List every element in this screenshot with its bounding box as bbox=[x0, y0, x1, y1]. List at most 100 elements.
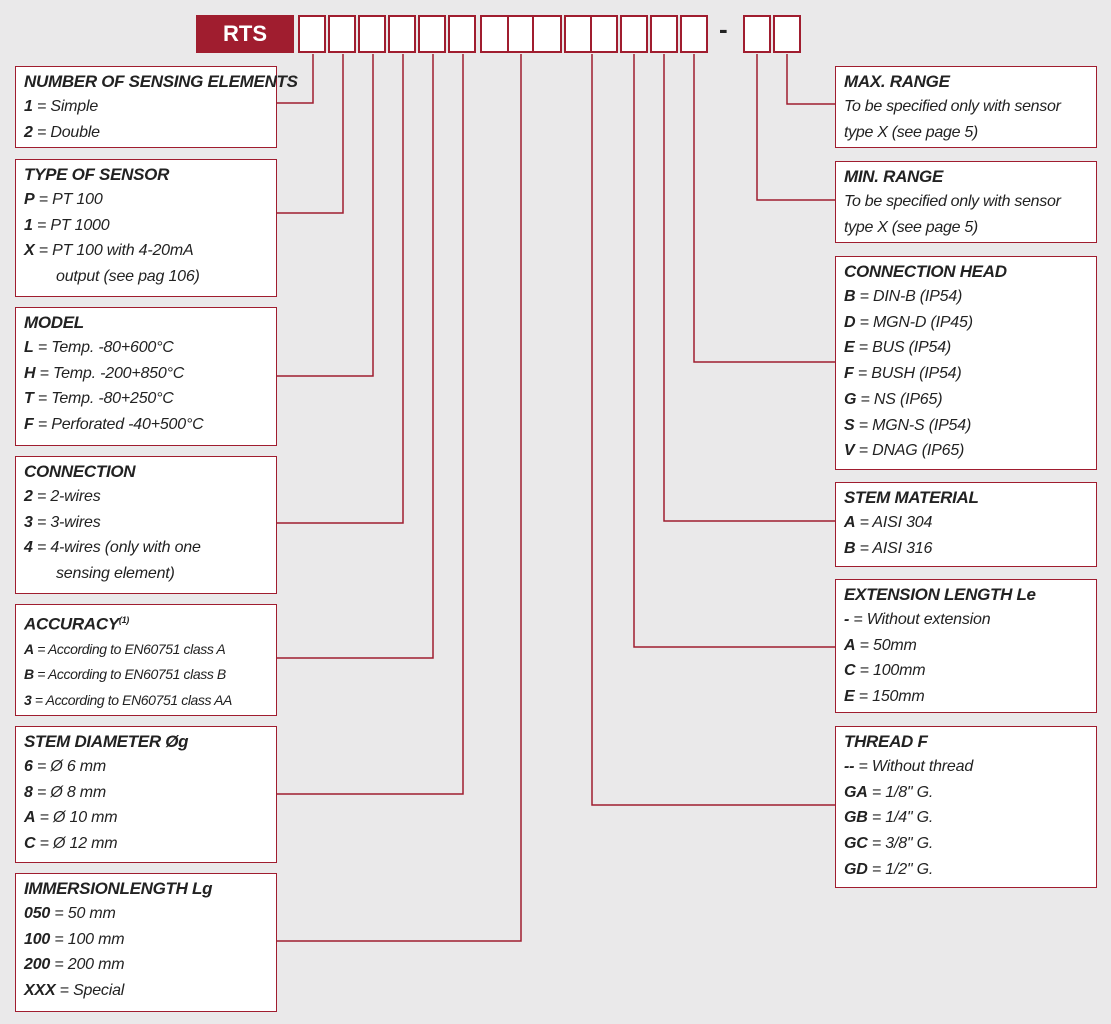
option-text: Perforated -40+500°C bbox=[51, 416, 204, 434]
option-row: D = MGN-D (IP45) bbox=[844, 313, 973, 331]
box-title: IMMERSIONLENGTH Lg bbox=[24, 879, 213, 898]
connector-min-range bbox=[756, 54, 836, 201]
box-thread: THREAD F -- = Without thread GA = 1/8" G… bbox=[835, 726, 1097, 888]
box-accuracy: ACCURACY(1) A = According to EN60751 cla… bbox=[15, 604, 277, 716]
code-slot-connection-head bbox=[680, 15, 708, 53]
code-slot-model bbox=[358, 15, 386, 53]
option-text: Special bbox=[73, 982, 125, 1000]
option-row: 2 = 2-wires bbox=[24, 488, 101, 505]
code-slot-stem-diameter bbox=[448, 15, 476, 53]
option-text: 2-wires bbox=[50, 488, 101, 505]
box-immersion-length: IMMERSIONLENGTH Lg 050 = 50 mm 100 = 100… bbox=[15, 873, 277, 1012]
connector-immersion-length bbox=[276, 54, 522, 942]
box-note-line: To be specified only with sensor bbox=[844, 98, 1061, 115]
option-text: Double bbox=[50, 123, 100, 141]
option-text: MGN-S (IP54) bbox=[872, 416, 972, 434]
option-text: AISI 304 bbox=[872, 514, 933, 531]
option-row: 2 = Double bbox=[24, 123, 100, 141]
option-row: G = NS (IP65) bbox=[844, 390, 943, 408]
code-slot-sensing-elements bbox=[298, 15, 326, 53]
box-title: EXTENSION LENGTH Le bbox=[844, 585, 1036, 604]
option-row: 1 = PT 1000 bbox=[24, 216, 110, 234]
option-text: 50 mm bbox=[67, 905, 116, 922]
code-slot-min-range bbox=[743, 15, 771, 53]
option-text: 100 mm bbox=[67, 930, 125, 948]
box-title-text: ACCURACY bbox=[24, 614, 119, 634]
option-code: 8 bbox=[24, 783, 33, 801]
box-connection-head: CONNECTION HEAD B = DIN-B (IP54) D = MGN… bbox=[835, 256, 1097, 470]
option-code: 4 bbox=[24, 539, 33, 557]
option-code: S bbox=[844, 416, 855, 434]
option-text: 1/4" G. bbox=[885, 809, 934, 827]
option-code: T bbox=[24, 390, 34, 408]
code-slot-extension-length bbox=[620, 15, 648, 53]
option-continuation: output (see pag 106) bbox=[24, 264, 270, 290]
box-sensing-elements: NUMBER OF SENSING ELEMENTS 1 = Simple 2 … bbox=[15, 66, 298, 148]
option-code: 100 bbox=[24, 930, 51, 948]
footnote-marker: (1) bbox=[118, 615, 129, 625]
option-continuation: sensing element) bbox=[24, 561, 270, 587]
option-text: Ø 12 mm bbox=[53, 835, 118, 853]
option-text: 4-wires (only with one bbox=[50, 539, 201, 557]
option-code: A bbox=[24, 809, 36, 827]
option-row: GC = 3/8" G. bbox=[844, 835, 934, 853]
option-row: P = PT 100 bbox=[24, 191, 103, 208]
option-code: 1 bbox=[24, 216, 33, 234]
box-title: STEM MATERIAL bbox=[844, 488, 979, 507]
box-title: CONNECTION HEAD bbox=[844, 262, 1007, 281]
option-row: 200 = 200 mm bbox=[24, 956, 125, 974]
slot-divider bbox=[506, 17, 509, 51]
box-title: THREAD F bbox=[844, 732, 928, 751]
option-code: L bbox=[24, 339, 34, 356]
option-code: 6 bbox=[24, 758, 33, 775]
option-row: H = Temp. -200+850°C bbox=[24, 364, 185, 382]
slot-divider bbox=[532, 17, 535, 51]
connector-extension-length bbox=[633, 54, 836, 648]
option-text: 3-wires bbox=[50, 513, 101, 531]
option-code: B bbox=[24, 666, 34, 683]
connector-max-range bbox=[786, 54, 836, 105]
option-row: GB = 1/4" G. bbox=[844, 809, 934, 827]
option-code: XXX bbox=[24, 982, 56, 1000]
option-row: V = DNAG (IP65) bbox=[844, 442, 965, 460]
option-code: H bbox=[24, 364, 36, 382]
option-row: A = AISI 304 bbox=[844, 514, 933, 531]
box-title: MODEL bbox=[24, 313, 84, 332]
option-code: E bbox=[844, 688, 855, 706]
box-stem-diameter: STEM DIAMETER Øg 6 = Ø 6 mm 8 = Ø 8 mm A… bbox=[15, 726, 277, 863]
option-code: GB bbox=[844, 809, 868, 827]
option-text: 150mm bbox=[872, 688, 925, 706]
option-code: 3 bbox=[24, 692, 32, 709]
option-row: 100 = 100 mm bbox=[24, 930, 125, 948]
option-row: -- = Without thread bbox=[844, 758, 974, 775]
option-code: A bbox=[844, 514, 856, 531]
connector-model bbox=[276, 54, 374, 377]
code-slot-max-range bbox=[773, 15, 801, 53]
option-text-cont: sensing element) bbox=[56, 565, 175, 583]
option-text: PT 100 with 4-20mA bbox=[52, 242, 194, 260]
option-text: Ø 6 mm bbox=[50, 758, 107, 775]
option-code: A bbox=[24, 640, 34, 657]
code-prefix: RTS bbox=[196, 15, 294, 53]
code-slot-connection bbox=[388, 15, 416, 53]
option-row: E = 150mm bbox=[844, 688, 925, 706]
connector-stem-diameter bbox=[276, 54, 464, 795]
box-note-line: To be specified only with sensor bbox=[844, 193, 1061, 210]
option-row: F = Perforated -40+500°C bbox=[24, 416, 204, 434]
option-code: A bbox=[844, 636, 856, 654]
box-title: CONNECTION bbox=[24, 462, 136, 481]
option-code: E bbox=[844, 339, 855, 357]
code-dash: - bbox=[719, 14, 728, 44]
option-row: A = According to EN60751 class A bbox=[24, 640, 226, 657]
connector-sensing-elements bbox=[276, 54, 314, 104]
option-text: According to EN60751 class AA bbox=[45, 692, 233, 709]
box-model: MODEL L = Temp. -80+600°C H = Temp. -200… bbox=[15, 307, 277, 446]
option-text: PT 100 bbox=[52, 191, 103, 208]
option-text: Temp. -80+600°C bbox=[51, 339, 174, 356]
option-text: 100mm bbox=[873, 662, 926, 680]
option-text: MGN-D (IP45) bbox=[873, 313, 973, 331]
option-code: G bbox=[844, 390, 857, 408]
option-text: 1/2" G. bbox=[885, 860, 934, 878]
box-title: STEM DIAMETER Øg bbox=[24, 732, 189, 751]
